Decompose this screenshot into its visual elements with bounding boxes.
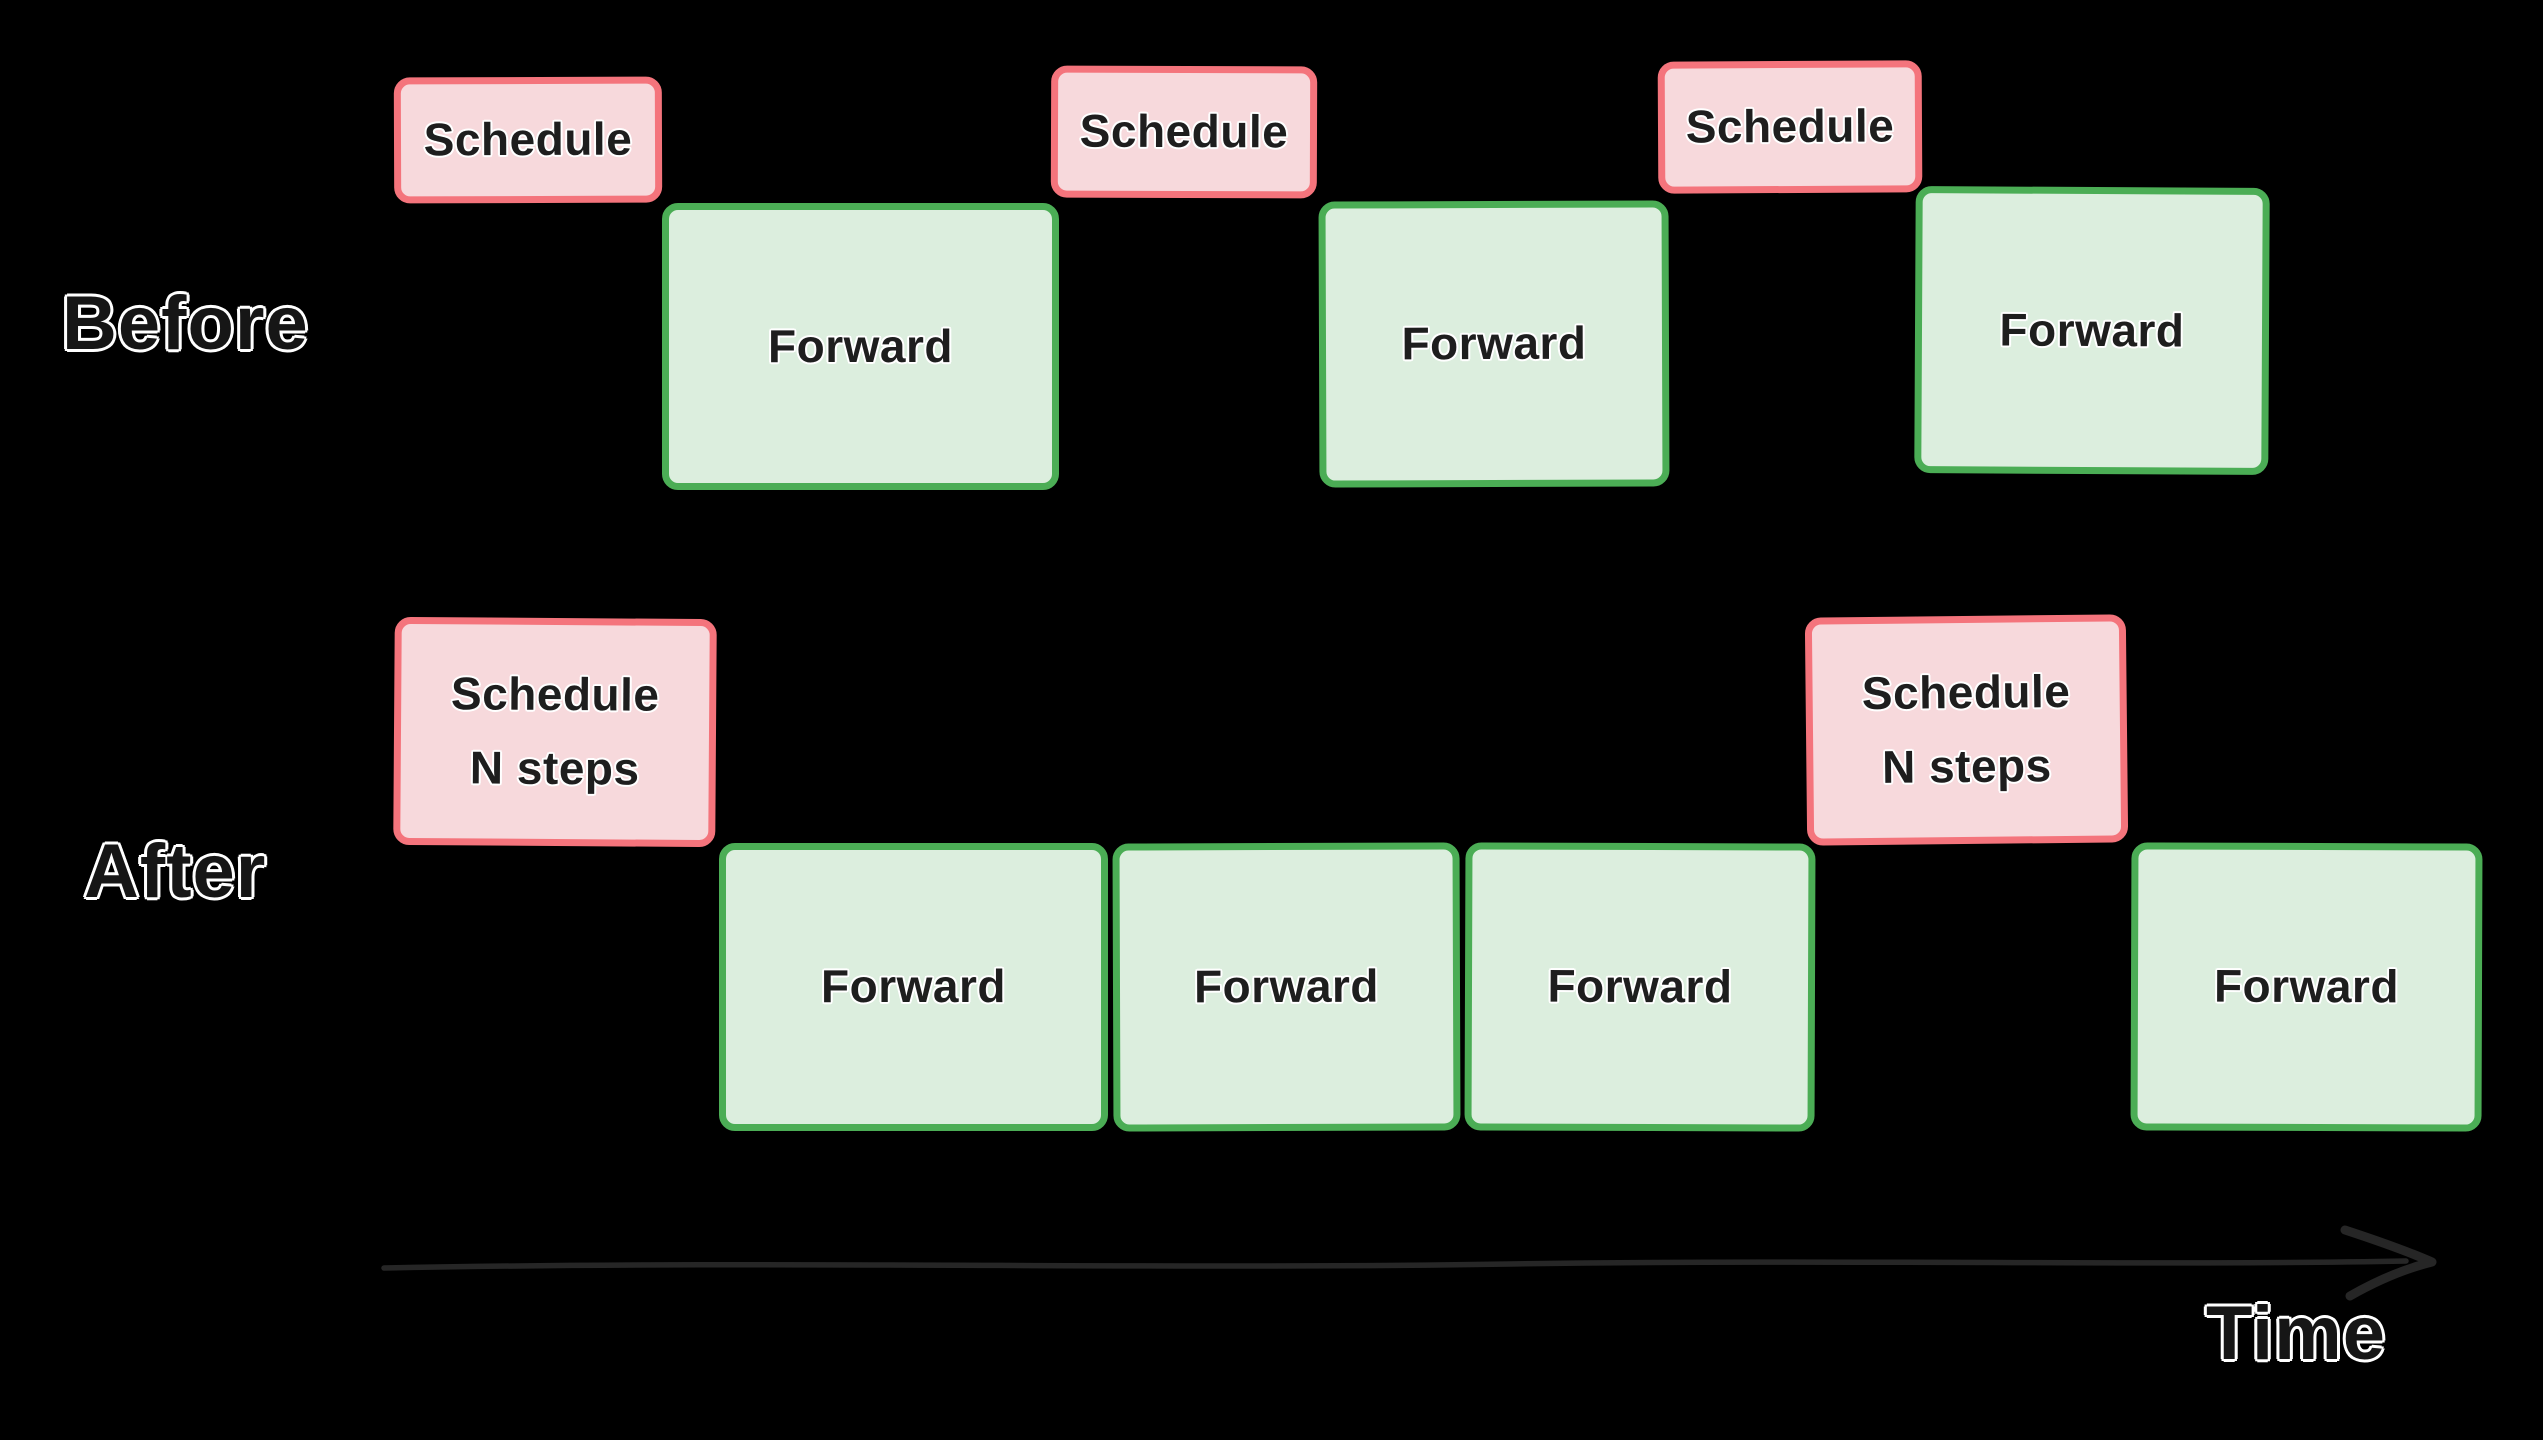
after-forward-box-1-label: Forward	[821, 960, 1006, 1013]
after-schedule-n-steps-box-1: Schedule N steps	[393, 616, 717, 848]
before-forward-box-3: Forward	[1914, 186, 2270, 475]
before-schedule-box-2-label: Schedule	[1079, 104, 1289, 158]
before-row-label: Before	[62, 281, 309, 366]
after-forward-box-1: Forward	[719, 843, 1108, 1131]
after-forward-box-3: Forward	[1464, 842, 1816, 1132]
before-schedule-box-3: Schedule	[1657, 60, 1923, 194]
after-schedule-n-steps-box-2: Schedule N steps	[1804, 614, 2129, 846]
after-forward-box-3-label: Forward	[1547, 959, 1733, 1013]
before-forward-box-3-label: Forward	[1999, 303, 2185, 357]
after-forward-box-2: Forward	[1112, 842, 1461, 1132]
after-schedule-n-steps-box-2-label: Schedule N steps	[1861, 665, 2071, 793]
time-axis-label: Time	[2206, 1291, 2387, 1376]
after-forward-box-4-label: Forward	[2213, 959, 2400, 1013]
after-schedule-n-steps-box-1-label: Schedule N steps	[450, 667, 660, 795]
before-forward-box-2: Forward	[1318, 200, 1670, 488]
after-row-label: After	[84, 829, 267, 914]
after-forward-box-4: Forward	[2130, 842, 2483, 1132]
before-forward-box-2-label: Forward	[1401, 316, 1587, 370]
before-forward-box-1: Forward	[662, 203, 1059, 490]
before-schedule-box-2: Schedule	[1050, 65, 1318, 199]
before-schedule-box-3-label: Schedule	[1685, 99, 1895, 153]
time-axis-arrow	[381, 1225, 2437, 1301]
after-forward-box-2-label: Forward	[1193, 959, 1380, 1013]
before-schedule-box-1-label: Schedule	[423, 112, 633, 166]
before-forward-box-1-label: Forward	[768, 319, 953, 372]
before-schedule-box-1: Schedule	[393, 76, 663, 204]
